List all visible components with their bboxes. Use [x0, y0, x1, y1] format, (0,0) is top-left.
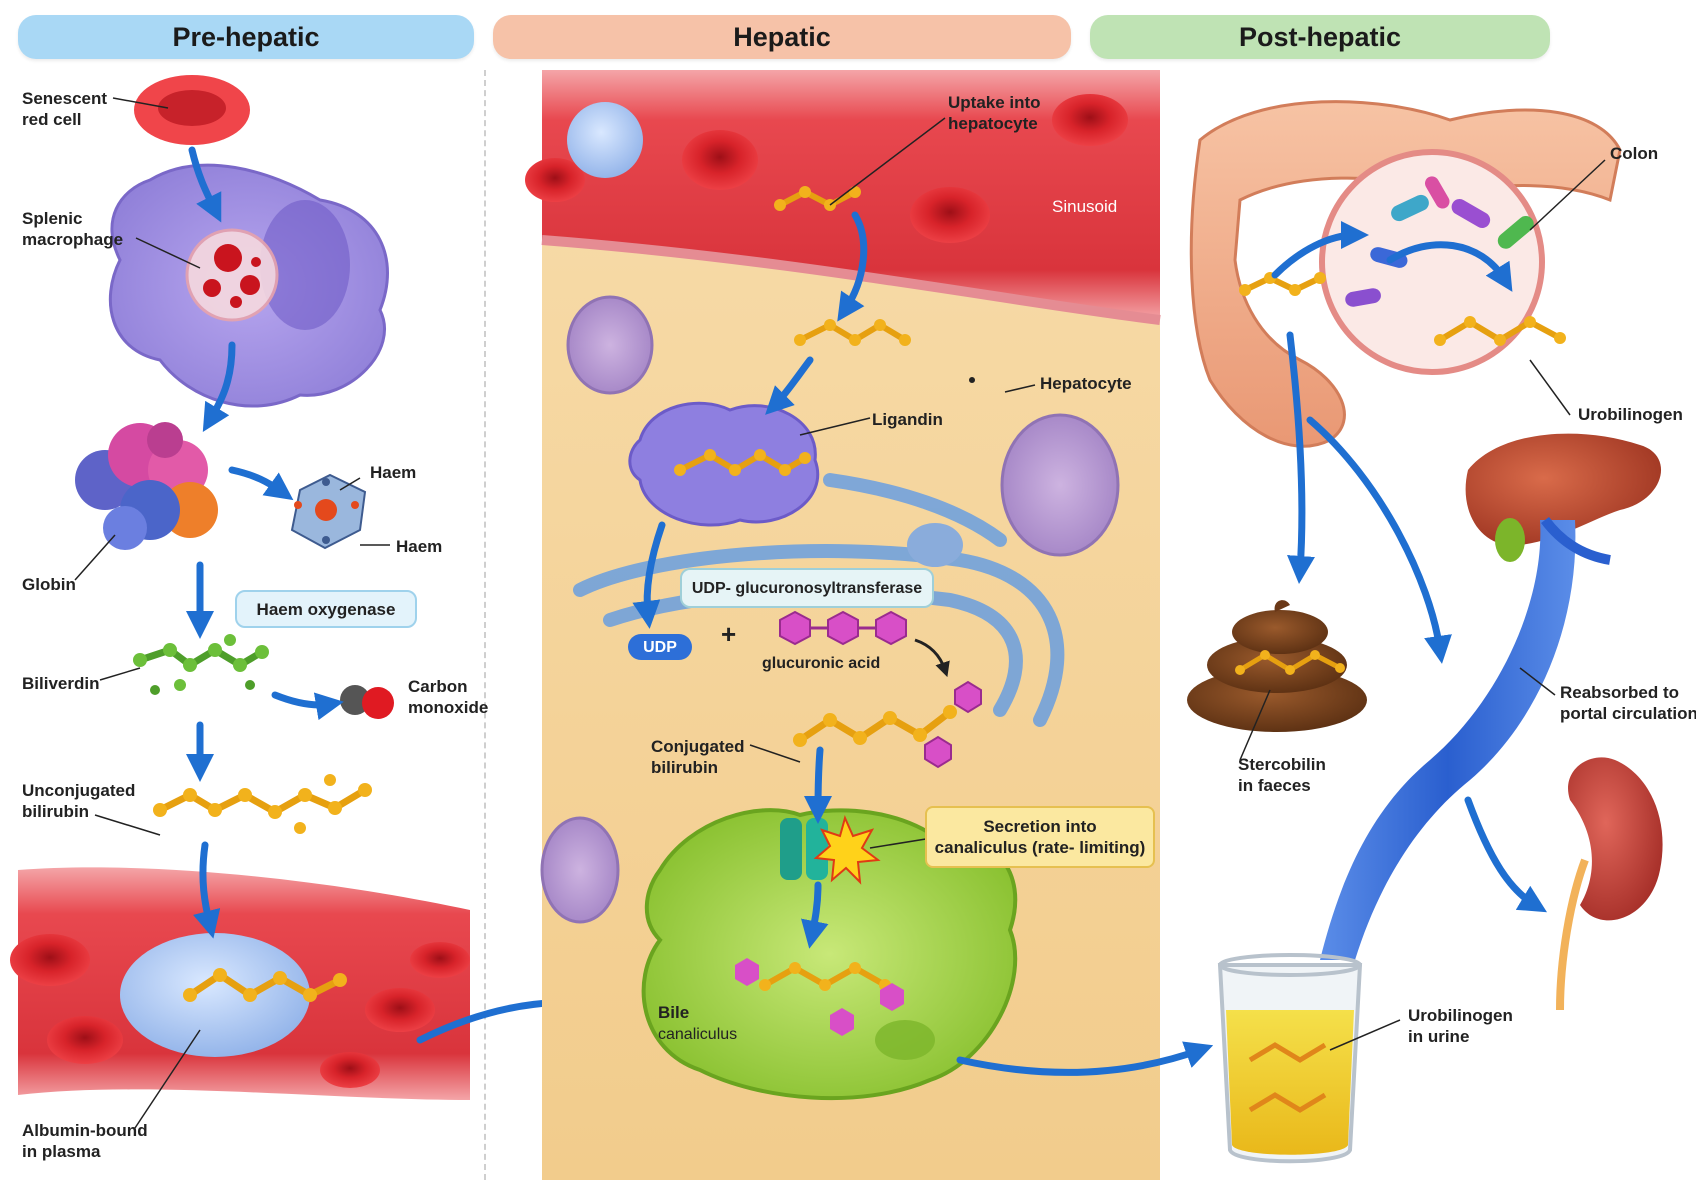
unconjugated-bilirubin-molecule: [153, 774, 372, 834]
urine-glass: [1217, 953, 1363, 1164]
udp-badge: UDP: [628, 634, 692, 660]
globin-molecule: [75, 422, 218, 550]
hepatocyte-marker-dot: [969, 377, 975, 383]
label-urobilinogen-urine-text: Urobilinogen in urine: [1408, 1006, 1513, 1046]
bile-canaliculus: [641, 808, 1018, 1101]
label-unconjugated-bilirubin: Unconjugated bilirubin: [22, 780, 135, 822]
label-ligandin: Ligandin: [872, 410, 943, 429]
post-hepatic-flow-arrows: [1271, 221, 1548, 913]
faeces: [1187, 600, 1367, 732]
senescent-red-cell: [134, 75, 250, 145]
label-glucuronic-acid: glucuronic acid: [762, 655, 881, 672]
haem-molecule: [290, 473, 367, 550]
pre-hepatic-header: Pre-hepatic: [18, 15, 474, 59]
label-hepatocyte: Hepatocyte: [1040, 374, 1132, 393]
label-reabsorbed: Reabsorbed to portal circulation: [1560, 682, 1696, 724]
post-hepatic-leader-lines: [1239, 159, 1606, 1051]
udp-glucuronosyltransferase-callout: UDP- glucuronosyltransferase: [680, 568, 934, 608]
label-canaliculus: canaliculus: [658, 1026, 738, 1043]
label-haem-top: Haem: [370, 463, 417, 482]
hepatocyte-bilirubin: [774, 186, 911, 346]
label-carbon-monoxide-text: Carbon monoxide: [408, 677, 489, 717]
label-plus: +: [721, 619, 737, 649]
ligandin-protein: [628, 401, 819, 527]
haem-oxygenase-callout: Haem oxygenase: [235, 590, 417, 628]
label-bile: Bile: [658, 1003, 690, 1022]
label-carbon-monoxide: Carbon monoxide: [408, 676, 488, 718]
hepatic-header: Hepatic: [493, 15, 1071, 59]
label-stercobilin: Stercobilin in faeces: [1238, 754, 1326, 796]
biliverdin-molecule: [133, 634, 269, 695]
label-biliverdin: Biliverdin: [22, 674, 100, 693]
hepatic-leader-lines: [749, 117, 1036, 849]
label-colon: Colon: [1610, 144, 1659, 163]
label-conjugated-bilirubin-text: Conjugated bilirubin: [651, 737, 745, 777]
label-conjugated-bilirubin: Conjugated bilirubin: [651, 736, 745, 778]
label-splenic-macrophage: Splenic macrophage: [22, 208, 123, 250]
label-sinusoid: Sinusoid: [1052, 197, 1118, 216]
label-reabsorbed-text: Reabsorbed to portal circulation: [1560, 683, 1696, 723]
label-stercobilin-text: Stercobilin in faeces: [1238, 755, 1326, 795]
label-haem-side: Haem: [396, 537, 443, 556]
label-senescent-red-cell: Senescent red cell: [22, 88, 107, 130]
kidney: [1556, 757, 1663, 1011]
label-urobilinogen: Urobilinogen: [1578, 405, 1683, 424]
pre-hepatic-leader-lines: [74, 97, 390, 1129]
label-globin: Globin: [22, 575, 76, 594]
portal-vein: [1320, 516, 1611, 960]
plasma-vessel: [10, 867, 470, 1100]
label-urobilinogen-urine: Urobilinogen in urine: [1408, 1005, 1513, 1047]
glucuronic-acid-molecule: [779, 610, 907, 646]
liver: [1465, 433, 1662, 562]
splenic-macrophage: [108, 163, 389, 408]
carbon-monoxide-molecule: [340, 685, 394, 719]
label-albumin-bound: Albumin-bound in plasma: [22, 1120, 148, 1162]
colon: [1189, 100, 1622, 448]
conjugated-bilirubin-molecule: [793, 680, 982, 769]
secretion-callout-text: Secretion into canaliculus (rate- limiti…: [934, 817, 1146, 857]
label-albumin-bound-text: Albumin-bound in plasma: [22, 1121, 148, 1161]
mitochondria: [540, 295, 1120, 924]
conjugation-arrow: [914, 638, 950, 678]
secretion-callout: Secretion into canaliculus (rate- limiti…: [925, 806, 1155, 868]
divider-left: [484, 70, 486, 1180]
label-unconjugated-bilirubin-text: Unconjugated bilirubin: [22, 781, 136, 821]
post-hepatic-header: Post-hepatic: [1090, 15, 1550, 59]
label-uptake-into-hepatocyte: Uptake into hepatocyte: [948, 92, 1041, 134]
label-senescent-red-cell-text: Senescent red cell: [22, 89, 108, 129]
label-splenic-macrophage-text: Splenic macrophage: [22, 209, 124, 249]
hepatic-flow-arrows: [632, 211, 1214, 1076]
label-uptake-text: Uptake into hepatocyte: [948, 93, 1041, 133]
